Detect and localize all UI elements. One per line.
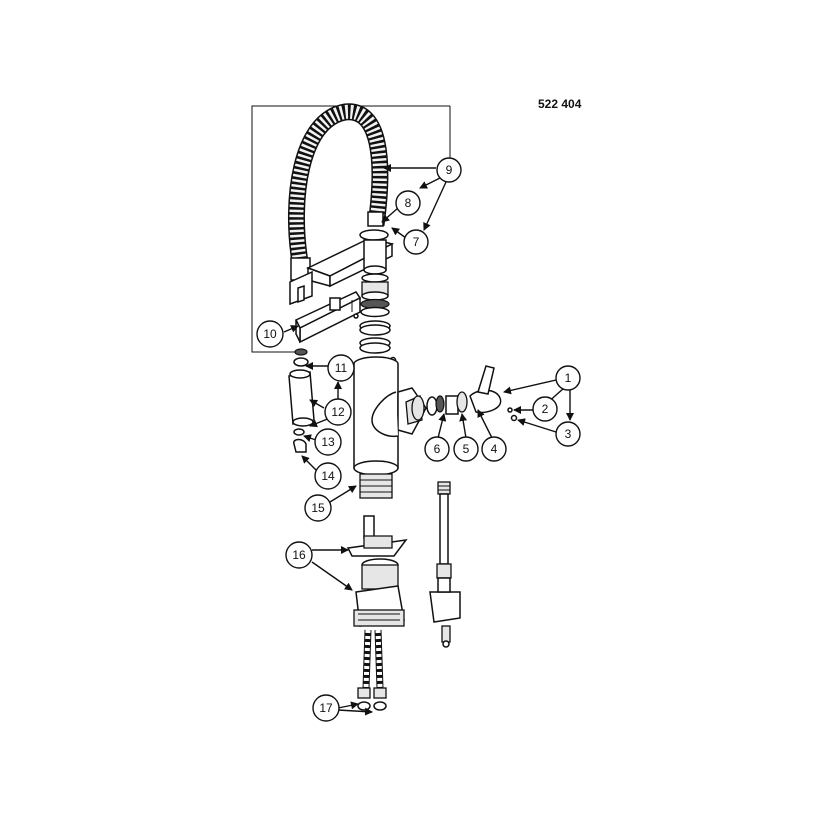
callout-17: 17: [312, 694, 340, 722]
svg-text:13: 13: [321, 435, 335, 449]
svg-text:2: 2: [542, 402, 549, 416]
supply-hoses: [357, 629, 387, 711]
mounting-hardware: [346, 515, 408, 627]
svg-text:6: 6: [434, 442, 441, 456]
callout-7: 7: [403, 229, 429, 255]
callout-6: 6: [424, 436, 450, 462]
svg-text:15: 15: [311, 501, 325, 515]
hose-guide-clip: [289, 270, 313, 306]
svg-text:11: 11: [335, 361, 348, 375]
svg-text:10: 10: [263, 327, 277, 341]
spray-holder-rail: [294, 291, 362, 344]
spout-arm: [306, 229, 395, 288]
callout-9: 9: [436, 157, 462, 183]
svg-text:14: 14: [321, 469, 335, 483]
callout-2: 2: [532, 396, 558, 422]
callout-12: 12: [324, 398, 352, 426]
callout-13: 13: [314, 428, 342, 456]
callout-1: 1: [555, 365, 581, 391]
pullout-hose-connector: [429, 481, 461, 648]
callout-5: 5: [453, 436, 479, 462]
callout-11: 11: [327, 354, 355, 382]
svg-text:12: 12: [331, 405, 345, 419]
svg-text:1: 1: [565, 371, 572, 385]
spray-head-parts: [288, 348, 315, 453]
svg-text:17: 17: [319, 701, 333, 715]
callout-16: 16: [285, 541, 313, 569]
svg-text:5: 5: [463, 442, 470, 456]
svg-text:8: 8: [405, 196, 412, 210]
callout-4: 4: [481, 436, 507, 462]
svg-text:9: 9: [446, 163, 453, 177]
callout-15: 15: [304, 494, 332, 522]
svg-text:4: 4: [491, 442, 498, 456]
faucet-body: [353, 356, 427, 476]
swivel-ring-stack: [359, 273, 397, 364]
threaded-base: [359, 473, 393, 499]
svg-text:3: 3: [565, 427, 572, 441]
callout-10: 10: [256, 320, 284, 348]
callout-3: 3: [555, 421, 581, 447]
model-number: 522 404: [538, 97, 582, 111]
svg-text:7: 7: [413, 235, 420, 249]
svg-text:16: 16: [292, 548, 306, 562]
lever-handle-assembly: [405, 365, 518, 425]
callout-8: 8: [395, 190, 421, 216]
callout-14: 14: [314, 462, 342, 490]
